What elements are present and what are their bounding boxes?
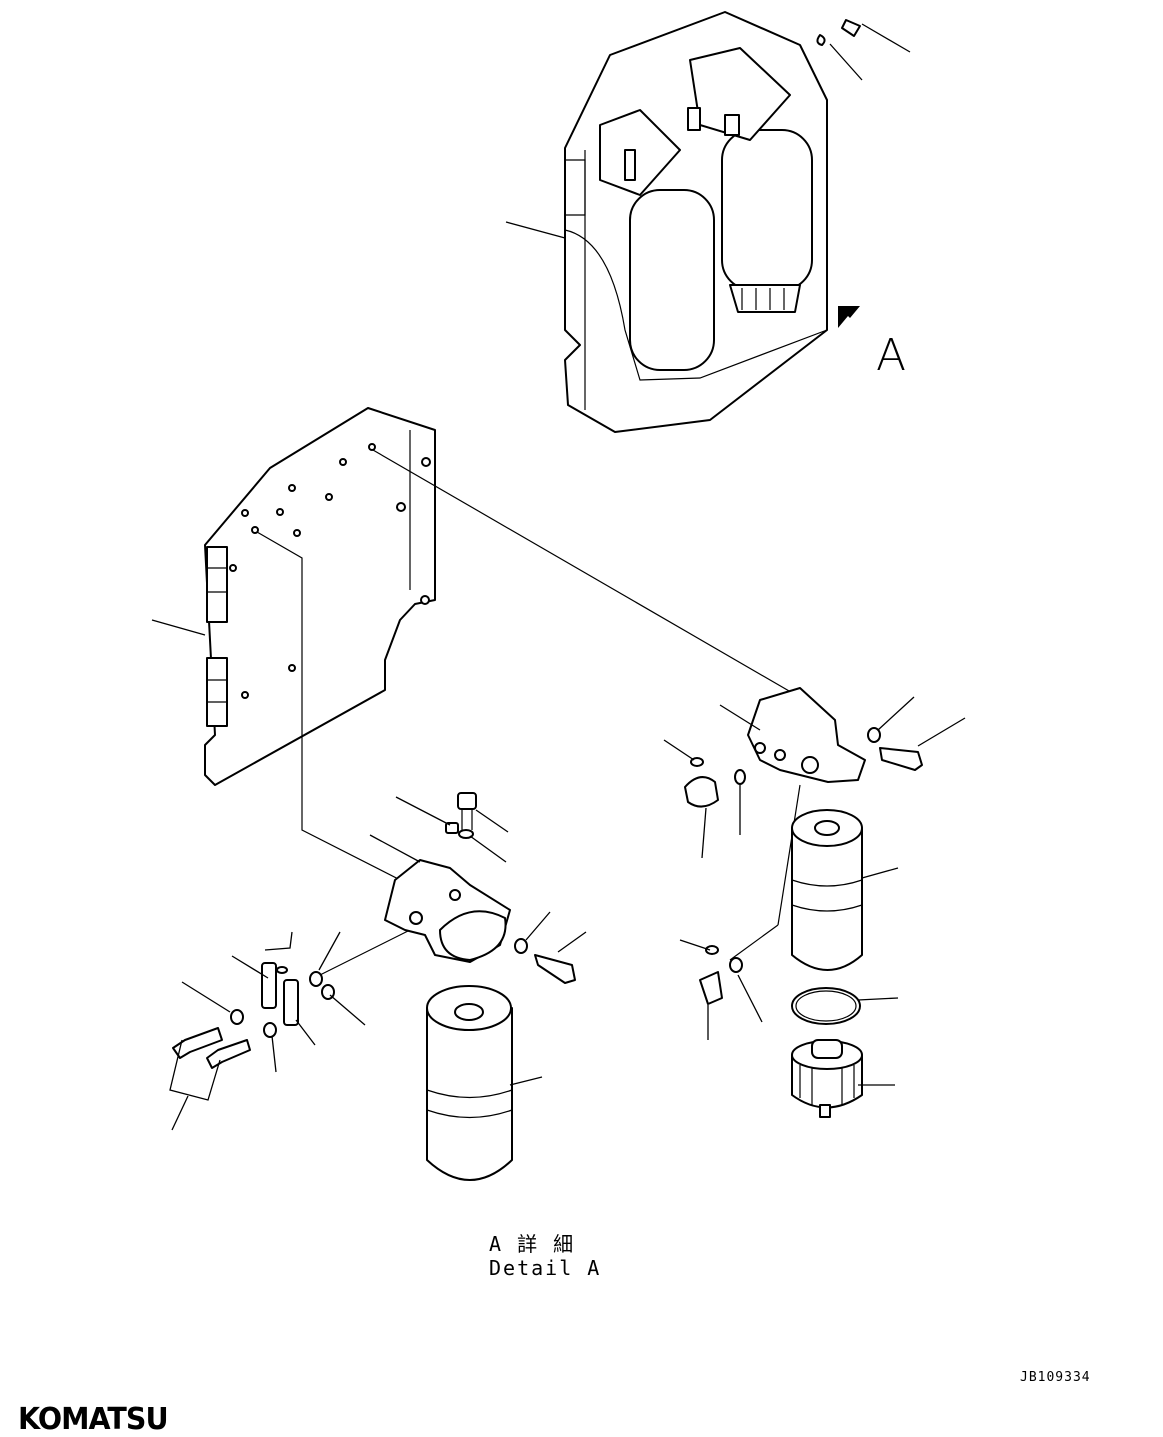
leader-lines — [151, 23, 966, 1131]
left-filter-head — [384, 792, 511, 963]
left-filter-cartridge — [426, 985, 513, 1181]
right-filter-cartridge — [791, 809, 863, 971]
o-ring — [791, 987, 861, 1025]
detail-caption-jp: A 詳 細 — [489, 1232, 576, 1256]
drain-fittings — [699, 945, 743, 1005]
plate-holes — [229, 443, 431, 699]
right-filter-head — [684, 687, 923, 808]
alignment-lines — [256, 449, 801, 979]
left-fittings — [172, 938, 576, 1069]
view-a-label: A — [876, 330, 907, 381]
mounting-plate — [204, 407, 436, 786]
detail-caption-en: Detail A — [489, 1256, 602, 1280]
view-arrow — [838, 306, 872, 340]
assembled-filter-unit — [564, 11, 861, 433]
komatsu-logo: KOMATSU — [18, 1402, 169, 1437]
separator-bowl — [791, 1039, 863, 1118]
drawing-code: JB109334 — [1020, 1370, 1091, 1385]
